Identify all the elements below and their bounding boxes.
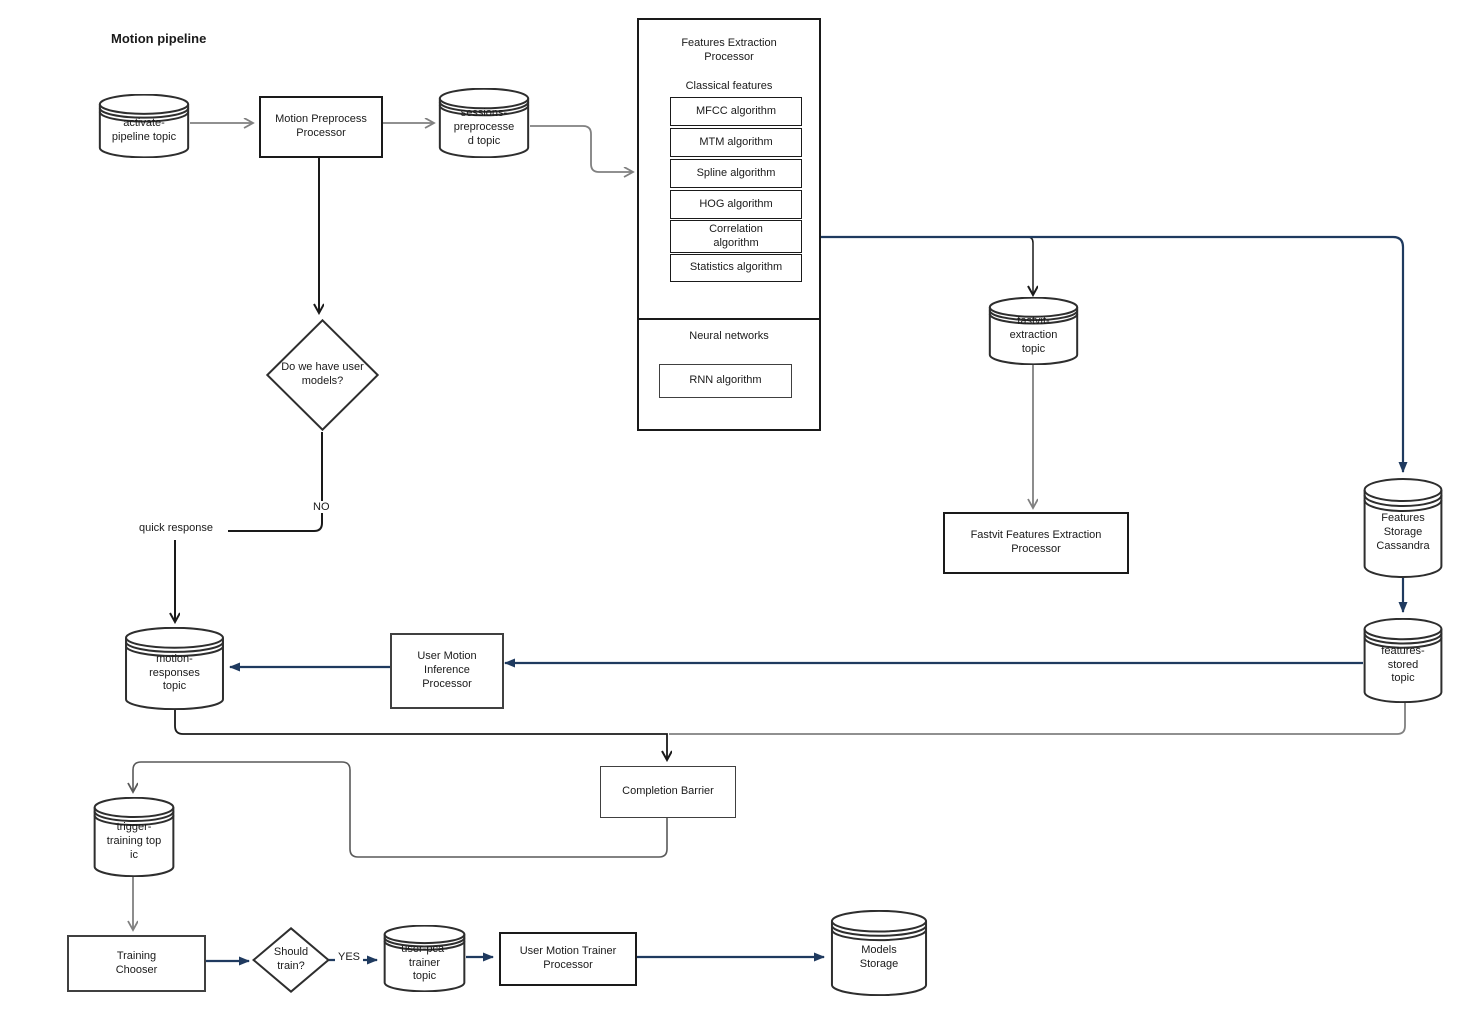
node-mfcc-algorithm[interactable]: MFCC algorithm xyxy=(670,97,802,126)
node-label: Statistics algorithm xyxy=(689,261,783,274)
node-user-pca-trainer-topic[interactable]: user-pca- trainer topic xyxy=(383,925,466,992)
node-sessions-preprocessed-topic[interactable]: sessions- preprocesse d topic xyxy=(438,88,530,158)
container-title: Neural networks xyxy=(689,330,769,342)
container-title: Features Extraction Processor xyxy=(681,37,777,64)
edge-label-no: NO xyxy=(310,501,333,513)
diamond-shape xyxy=(265,318,380,432)
node-motion-responses-topic[interactable]: motion- responses topic xyxy=(124,627,225,710)
node-spline-algorithm[interactable]: Spline algorithm xyxy=(670,159,802,188)
cylinder-shape xyxy=(124,627,225,710)
node-label: Motion Preprocess Processor xyxy=(275,113,367,139)
edge-features-extraction-to-features-storage xyxy=(817,235,1408,473)
node-correlation-algorithm[interactable]: Correlation algorithm xyxy=(670,220,802,253)
node-label: Completion Barrier xyxy=(622,785,714,798)
node-features-stored-topic[interactable]: features- stored topic xyxy=(1363,618,1443,703)
diamond-shape xyxy=(252,927,330,993)
edge-completion-barrier-to-trigger-training xyxy=(133,761,668,858)
node-label: Correlation algorithm xyxy=(709,222,763,249)
cylinder-shape xyxy=(93,797,175,877)
edge-label-yes: YES xyxy=(335,951,364,963)
edge-sessions-to-features-extraction xyxy=(530,125,632,172)
node-models-storage[interactable]: Models Storage xyxy=(830,910,928,996)
node-label: Models Storage xyxy=(859,944,899,970)
node-label: motion- responses topic xyxy=(149,652,200,693)
edge-motion-responses-to-completion-barrier xyxy=(174,710,667,759)
node-label: MTM algorithm xyxy=(699,135,773,148)
node-label: user-pca- trainer topic xyxy=(401,942,448,983)
node-label: Should train? xyxy=(273,946,309,972)
node-motion-preprocess-processor[interactable]: Motion Preprocess Processor xyxy=(259,96,383,158)
node-label: MFCC algorithm xyxy=(695,104,777,117)
node-label: Do we have user models? xyxy=(281,361,364,387)
cylinder-shape xyxy=(830,910,928,996)
node-user-motion-trainer-processor[interactable]: User Motion Trainer Processor xyxy=(499,932,637,986)
node-label: Features Storage Cassandra xyxy=(1376,512,1430,552)
node-label: fastvit- extraction topic xyxy=(1009,315,1058,355)
cylinder-shape xyxy=(98,94,190,158)
edge-branch-to-fastvit-topic xyxy=(1028,236,1033,294)
node-user-models-decision[interactable]: Do we have user models? xyxy=(265,318,380,432)
node-label: activate- pipeline topic xyxy=(111,117,177,143)
node-mtm-algorithm[interactable]: MTM algorithm xyxy=(670,128,802,157)
node-trigger-training-topic[interactable]: trigger- training top ic xyxy=(93,797,175,877)
node-label: HOG algorithm xyxy=(699,197,773,210)
node-should-train-decision[interactable]: Should train? xyxy=(252,927,330,993)
node-user-motion-inference-processor[interactable]: User Motion Inference Processor xyxy=(390,633,504,709)
node-label: RNN algorithm xyxy=(689,374,762,387)
node-statistics-algorithm[interactable]: Statistics algorithm xyxy=(670,254,802,282)
node-fastvit-extraction-topic[interactable]: fastvit- extraction topic xyxy=(988,297,1079,365)
edge-decision-no-to-quick-response xyxy=(228,432,323,532)
node-completion-barrier[interactable]: Completion Barrier xyxy=(600,766,736,818)
node-label: features- stored topic xyxy=(1381,644,1425,685)
node-training-chooser[interactable]: Training Chooser xyxy=(67,935,206,992)
node-rnn-algorithm[interactable]: RNN algorithm xyxy=(659,364,792,398)
cylinder-shape xyxy=(1363,618,1443,703)
cylinder-shape xyxy=(988,297,1079,365)
node-fastvit-features-extraction-processor[interactable]: Fastvit Features Extraction Processor xyxy=(943,512,1129,574)
node-hog-algorithm[interactable]: HOG algorithm xyxy=(670,190,802,219)
node-activate-pipeline-topic[interactable]: activate- pipeline topic xyxy=(98,94,190,158)
node-label: trigger- training top ic xyxy=(106,821,162,861)
node-label: sessions- preprocesse d topic xyxy=(453,107,515,147)
node-features-storage-cassandra[interactable]: Features Storage Cassandra xyxy=(1363,478,1443,578)
section-label: Classical features xyxy=(685,80,773,92)
node-label: Training Chooser xyxy=(115,949,158,976)
cylinder-shape xyxy=(383,925,466,992)
node-label: Spline algorithm xyxy=(696,166,776,179)
node-label: Fastvit Features Extraction Processor xyxy=(970,529,1102,555)
edge-label-quick-response: quick response xyxy=(139,522,213,534)
cylinder-shape xyxy=(438,88,530,158)
cylinder-shape xyxy=(1363,478,1443,578)
edge-features-stored-to-junction xyxy=(669,703,1406,735)
node-label: User Motion Inference Processor xyxy=(417,650,477,690)
node-label: User Motion Trainer Processor xyxy=(519,945,617,971)
diagram-title: Motion pipeline xyxy=(111,31,207,46)
